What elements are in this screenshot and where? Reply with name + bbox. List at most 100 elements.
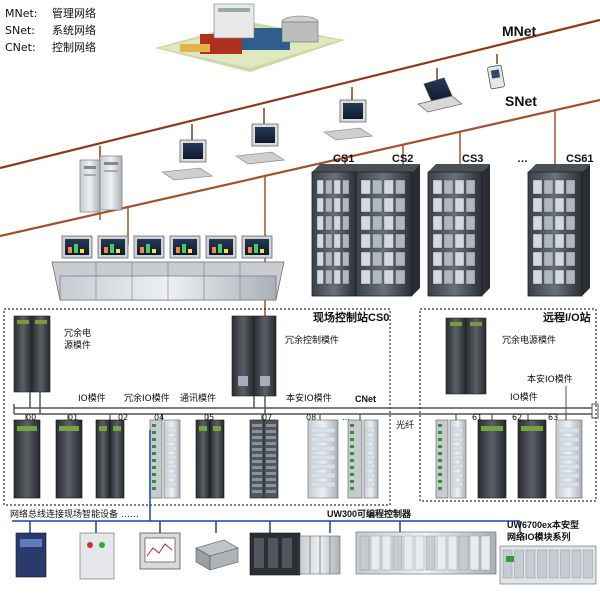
console-monitor-icon: [169, 235, 201, 259]
cnet-bus: [13, 392, 596, 415]
local-redundant-power-label-line1: 冗余电: [64, 327, 91, 339]
fieldbus-label: 网络总线连接现场智能设备 ……: [10, 508, 139, 520]
control-cabinet-icon: [427, 164, 490, 297]
console-monitor-icon: [205, 235, 237, 259]
io-module-icon: [95, 419, 111, 499]
slot-number: 04: [154, 413, 164, 422]
cabinet-label-cs1: CS1: [333, 153, 354, 165]
uw6700-label-line2: 网络IO模块系列: [507, 531, 571, 542]
local-redundant-module-label: 冗余控制模件: [285, 334, 339, 346]
io-module-icon: [517, 419, 547, 499]
console-monitor-icon: [97, 235, 129, 259]
mnet-label: MNet: [502, 23, 537, 39]
terminal-module-icon: [263, 419, 279, 499]
legend: MNet: 管理网络 SNet: 系统网络 CNet: 控制网络: [5, 6, 96, 54]
console-monitor-icon: [61, 235, 93, 259]
cabinet-label-ellipsis: …: [517, 153, 528, 165]
slot-number: 07: [262, 413, 272, 422]
slot-number: 61: [472, 413, 482, 422]
slot-number: 05: [204, 413, 214, 422]
local-station-box: [3, 308, 391, 506]
io-module-icon: [477, 419, 507, 499]
redundant-controller-module: [231, 315, 277, 397]
io-module-icon: [55, 419, 83, 499]
control-cabinet-icon: [355, 164, 420, 297]
fiber-label: 光纤: [396, 419, 414, 431]
local-intrinsic-io-label: 本安IO模件: [286, 392, 332, 404]
redundant-power-module: [13, 315, 51, 393]
plc-label: UW300可编程控制器: [327, 508, 412, 519]
intrinsic-io-module-icon: [163, 419, 181, 499]
server-icon: [79, 155, 123, 213]
comm-module-icon: [347, 419, 363, 499]
legend-snet-key: SNet:: [5, 24, 35, 37]
local-station-title: 现场控制站CS0: [313, 310, 389, 324]
local-redundant-power-label-line2: 源模件: [64, 339, 91, 351]
io-module-icon: [209, 419, 225, 499]
local-comm-module-label: 通讯模件: [180, 392, 216, 404]
slot-number: 08: [306, 413, 316, 422]
slot-number: 02: [118, 413, 128, 422]
snet-label: SNet: [505, 93, 537, 109]
slot-number: 01: [68, 413, 78, 422]
control-cabinet-icon: [527, 164, 590, 297]
legend-snet-desc: 系统网络: [52, 23, 96, 37]
field-device-controller-icon: [195, 539, 239, 571]
intrinsic-io-module-icon: [555, 419, 583, 499]
field-device-rack-icon: [249, 532, 301, 576]
io-module-icon: [195, 419, 211, 499]
remote-slot-numbers: 61 62 63: [472, 413, 558, 422]
laptop-icon: [417, 77, 463, 113]
remote-station-box: [419, 308, 597, 502]
uw6700-label-line1: UW6700ex本安型: [507, 519, 579, 530]
field-device-inverter-icon: [15, 532, 47, 578]
fieldbus-lines: [12, 430, 521, 533]
plc-rack-icon: [355, 531, 497, 575]
intrinsic-io-module-icon: [449, 419, 467, 499]
remote-io-module-label: IO模件: [510, 391, 538, 403]
field-device-cabinet-icon: [79, 532, 115, 580]
cabinet-label-cs61: CS61: [566, 153, 594, 165]
legend-mnet-desc: 管理网络: [52, 6, 96, 20]
control-cabinets: [311, 164, 590, 297]
workstation-icon: [235, 123, 285, 165]
legend-cnet-desc: 控制网络: [52, 40, 96, 54]
remote-redundant-power-module: [445, 317, 487, 395]
cnet-drops: [25, 414, 567, 420]
legend-mnet-key: MNet:: [5, 7, 38, 20]
terminal-module-icon: [249, 419, 265, 499]
operator-console: [51, 235, 285, 301]
workstation-icon: [323, 99, 373, 141]
mnet-line: [0, 18, 600, 170]
slot-number: …: [342, 413, 350, 422]
workstation-icon: [161, 139, 213, 181]
mnet-drops: [191, 54, 498, 140]
slot-number: 00: [26, 413, 36, 422]
io-module-icon: [13, 419, 41, 499]
pda-icon: [487, 64, 505, 90]
console-monitor-icon: [241, 235, 273, 259]
console-monitor-icon: [133, 235, 165, 259]
slot-number: 63: [548, 413, 558, 422]
local-redundant-io-label: 冗余IO模件: [124, 392, 170, 404]
intrinsic-io-module-icon: [307, 419, 339, 499]
remote-station-title: 远程I/O站: [543, 310, 591, 324]
cabinet-label-cs3: CS3: [462, 153, 483, 165]
slot-number: 62: [512, 413, 522, 422]
remote-redundant-power-label: 冗余电源模件: [502, 334, 556, 346]
intrinsic-io-module-icon: [363, 419, 379, 499]
comm-module-icon: [149, 419, 163, 499]
local-slot-numbers: 00 01 02 04 05 07 08 …: [26, 413, 350, 422]
cnet-label: CNet: [355, 394, 376, 404]
legend-cnet-key: CNet:: [5, 41, 36, 54]
remote-intrinsic-io-label: 本安IO模件: [527, 373, 573, 385]
control-cabinet-icon: [311, 164, 364, 297]
uw6700-modules-icon: [499, 545, 597, 585]
local-io-module-label: IO模件: [78, 392, 106, 404]
field-device-io-rack-icon: [299, 535, 341, 575]
cabinet-label-cs2: CS2: [392, 153, 413, 165]
factory-building-icon: [155, 3, 345, 72]
comm-module-icon: [435, 419, 449, 499]
